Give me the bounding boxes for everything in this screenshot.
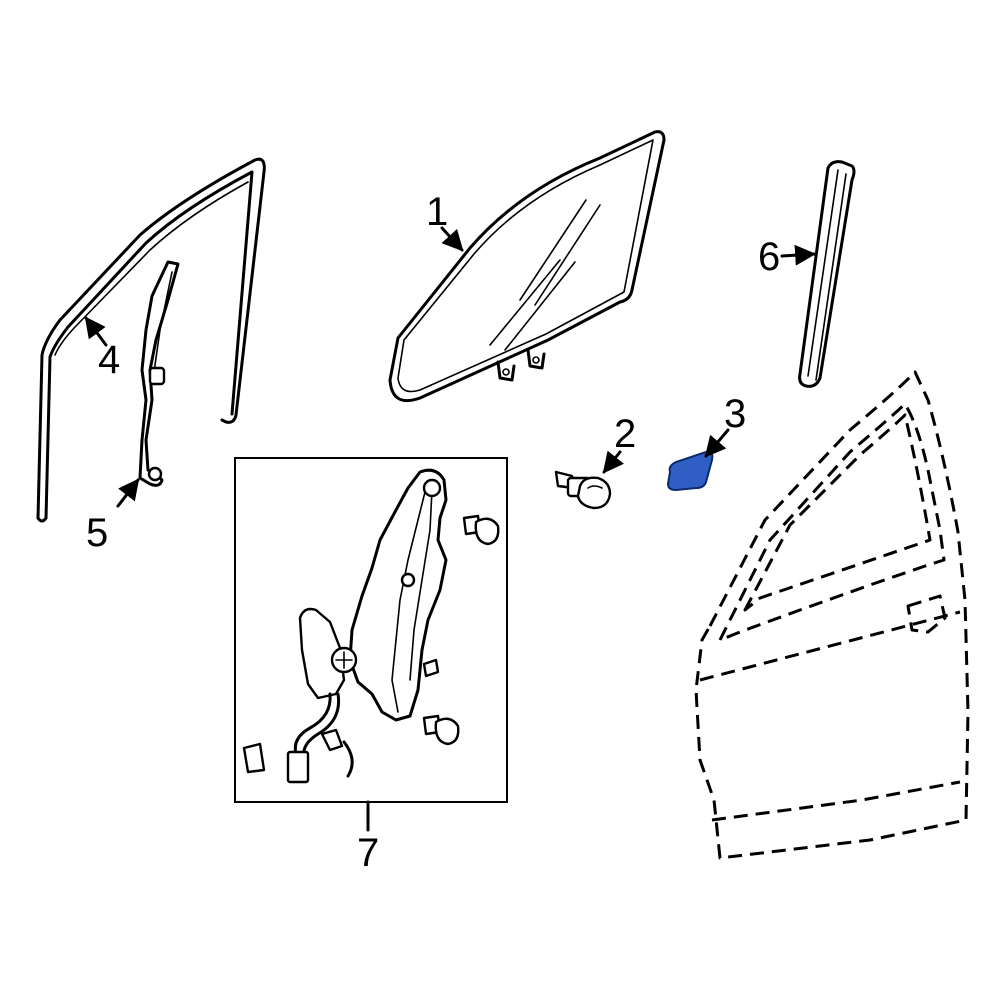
part-door-glass[interactable] bbox=[388, 130, 666, 403]
callout-2: 2 bbox=[614, 412, 636, 456]
part-channel-rail[interactable] bbox=[138, 260, 180, 487]
part-run-channel[interactable] bbox=[36, 157, 266, 523]
door-outline bbox=[694, 370, 970, 860]
part-rear-channel[interactable] bbox=[798, 160, 856, 388]
callout-3: 3 bbox=[724, 392, 746, 436]
part-pad-highlighted[interactable] bbox=[666, 450, 714, 492]
pad-highlight-fill bbox=[666, 450, 714, 492]
callout-7: 7 bbox=[357, 831, 379, 875]
part-window-regulator[interactable] bbox=[242, 468, 500, 784]
callout-1: 1 bbox=[426, 190, 448, 234]
callout-6: 6 bbox=[758, 235, 780, 279]
callout-4: 4 bbox=[98, 338, 120, 382]
callout-5: 5 bbox=[86, 511, 108, 555]
part-7-box bbox=[234, 457, 508, 803]
leader-lines bbox=[84, 226, 817, 832]
part-bolt[interactable] bbox=[554, 470, 612, 510]
